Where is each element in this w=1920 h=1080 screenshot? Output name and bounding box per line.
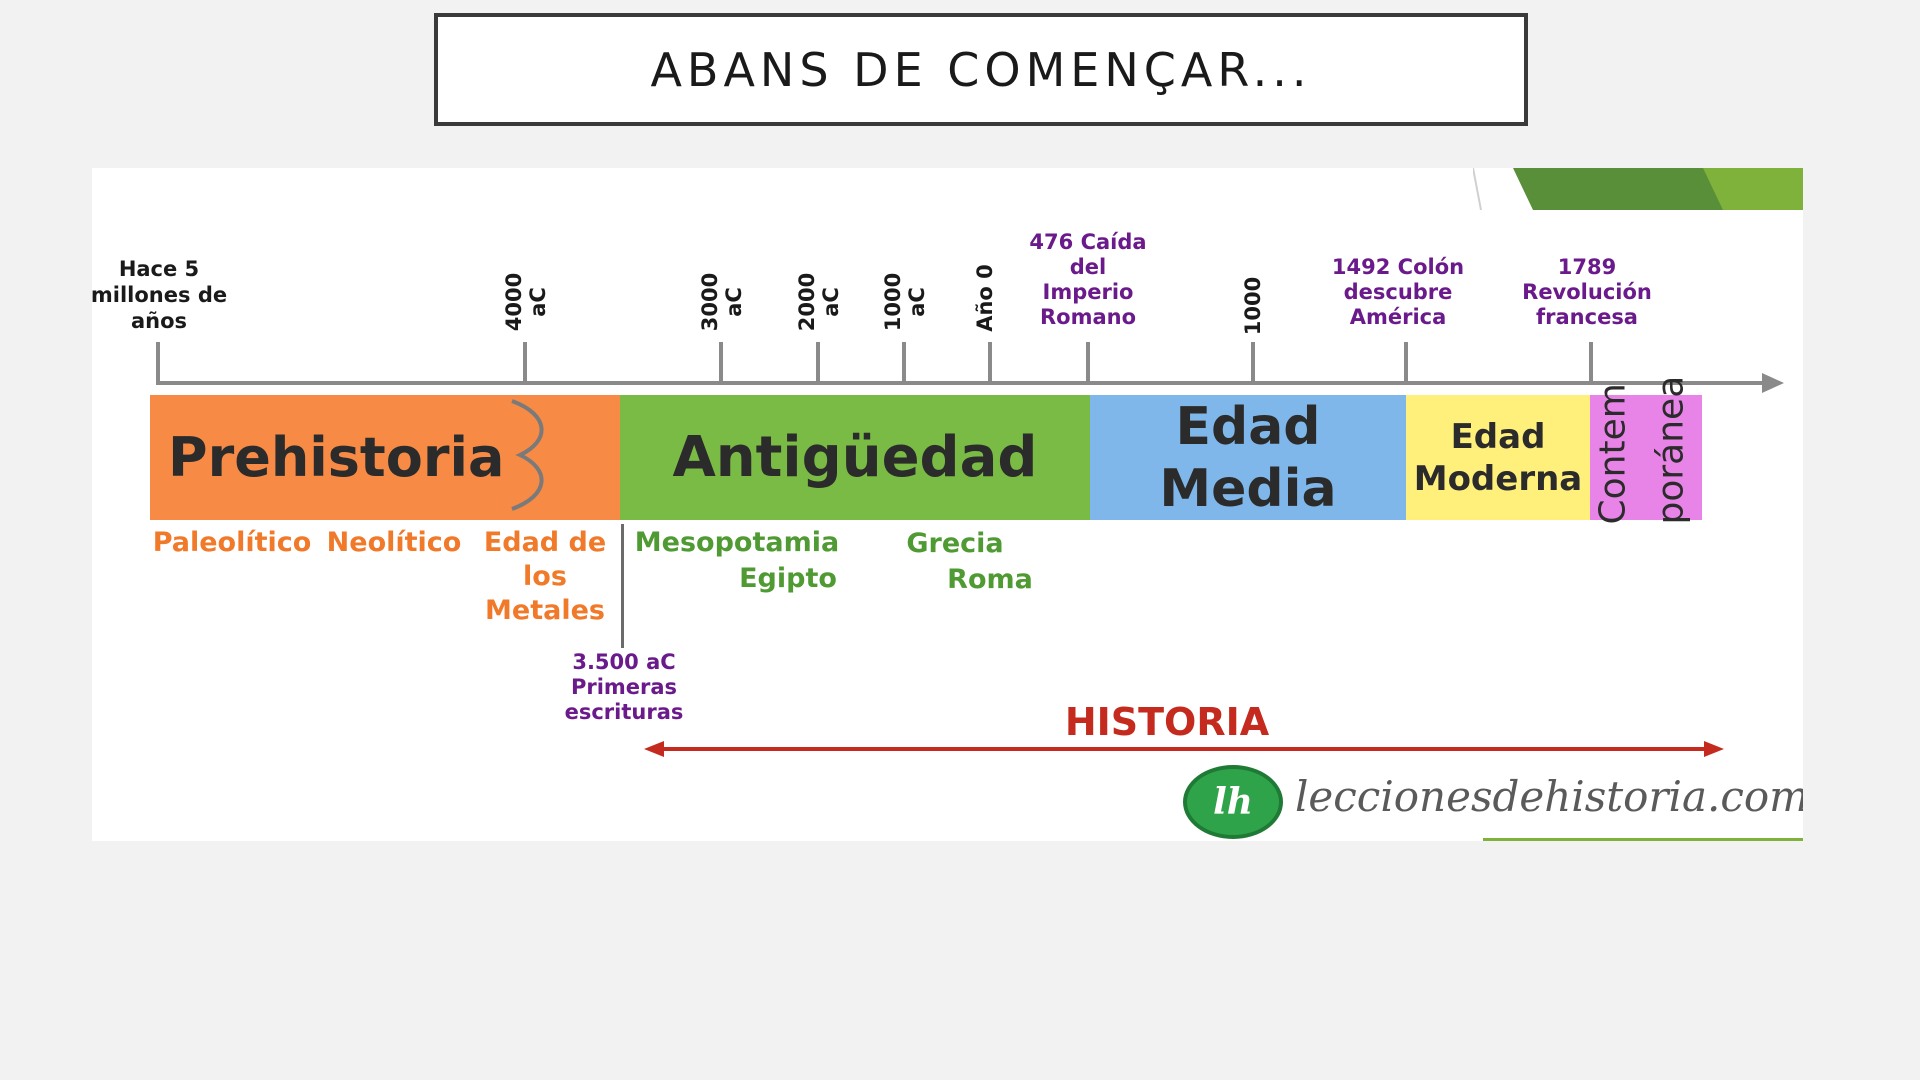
label-1000: 1000 — [1241, 276, 1265, 336]
tick-3000ac — [719, 342, 723, 383]
label-1000ac: 1000 aC — [881, 272, 929, 332]
era-contemporanea: Contem poránea — [1590, 376, 1702, 525]
sub-edad-metales: Edad de los Metales — [483, 527, 607, 626]
logo-mark: lh — [1183, 765, 1283, 839]
sub-egipto: Egipto — [739, 563, 837, 594]
squiggle-divider-icon — [511, 399, 544, 511]
sub-roma: Roma — [947, 564, 1033, 595]
corner-decoration — [1473, 168, 1803, 210]
tick-1492 — [1404, 342, 1408, 383]
sub-grecia: Grecia — [906, 528, 1004, 559]
era-edad-media: Edad Media — [1090, 395, 1406, 520]
logo-site-text: leccionesdehistoria.com — [1295, 772, 1803, 821]
timeline-image: Hace 5 millones de años 4000 aC 3000 aC … — [92, 168, 1803, 841]
era-antiguedad: Antigüedad — [620, 395, 1090, 520]
era-contemporanea-label-2: poránea — [1650, 375, 1692, 525]
tick-476 — [1086, 342, 1090, 383]
historia-label: HISTORIA — [1064, 700, 1270, 744]
label-476-rome: 476 Caída del Imperio Romano — [1029, 230, 1147, 329]
label-start: Hace 5 millones de años — [92, 257, 228, 333]
label-2000ac: 2000 aC — [795, 272, 843, 332]
tick-start — [156, 342, 160, 383]
tick-1000ac — [902, 342, 906, 383]
tick-2000ac — [816, 342, 820, 383]
label-1492-columbus: 1492 Colón descubre América — [1331, 255, 1465, 329]
timeline-axis — [156, 381, 1766, 385]
label-1789-revolution: 1789 Revolución francesa — [1522, 255, 1652, 329]
sub-neolitico: Neolítico — [326, 527, 462, 558]
tick-1789 — [1589, 342, 1593, 383]
writing-marker-line — [621, 524, 624, 648]
tick-1000 — [1251, 342, 1255, 383]
label-4000ac: 4000 aC — [502, 272, 550, 332]
sub-paleolitico: Paleolítico — [152, 527, 312, 558]
axis-arrow-icon — [1762, 373, 1784, 393]
sub-mesopotamia: Mesopotamia — [634, 527, 840, 558]
era-edad-moderna: Edad Moderna — [1406, 395, 1590, 520]
era-prehistoria-label: Prehistoria — [168, 426, 505, 489]
slide-title: ABANS DE COMENÇAR... — [434, 13, 1528, 126]
tick-4000ac — [523, 342, 527, 383]
era-contemporanea-label-1: Contem — [1592, 383, 1634, 525]
label-writing-event: 3.500 aC Primeras escrituras — [564, 650, 684, 724]
tick-ano0 — [988, 342, 992, 383]
label-3000ac: 3000 aC — [698, 272, 746, 332]
bottom-decoration — [1483, 838, 1803, 841]
label-ano0: Año 0 — [973, 264, 997, 332]
era-prehistoria: Prehistoria — [150, 395, 620, 520]
historia-double-arrow-icon — [644, 741, 1724, 757]
